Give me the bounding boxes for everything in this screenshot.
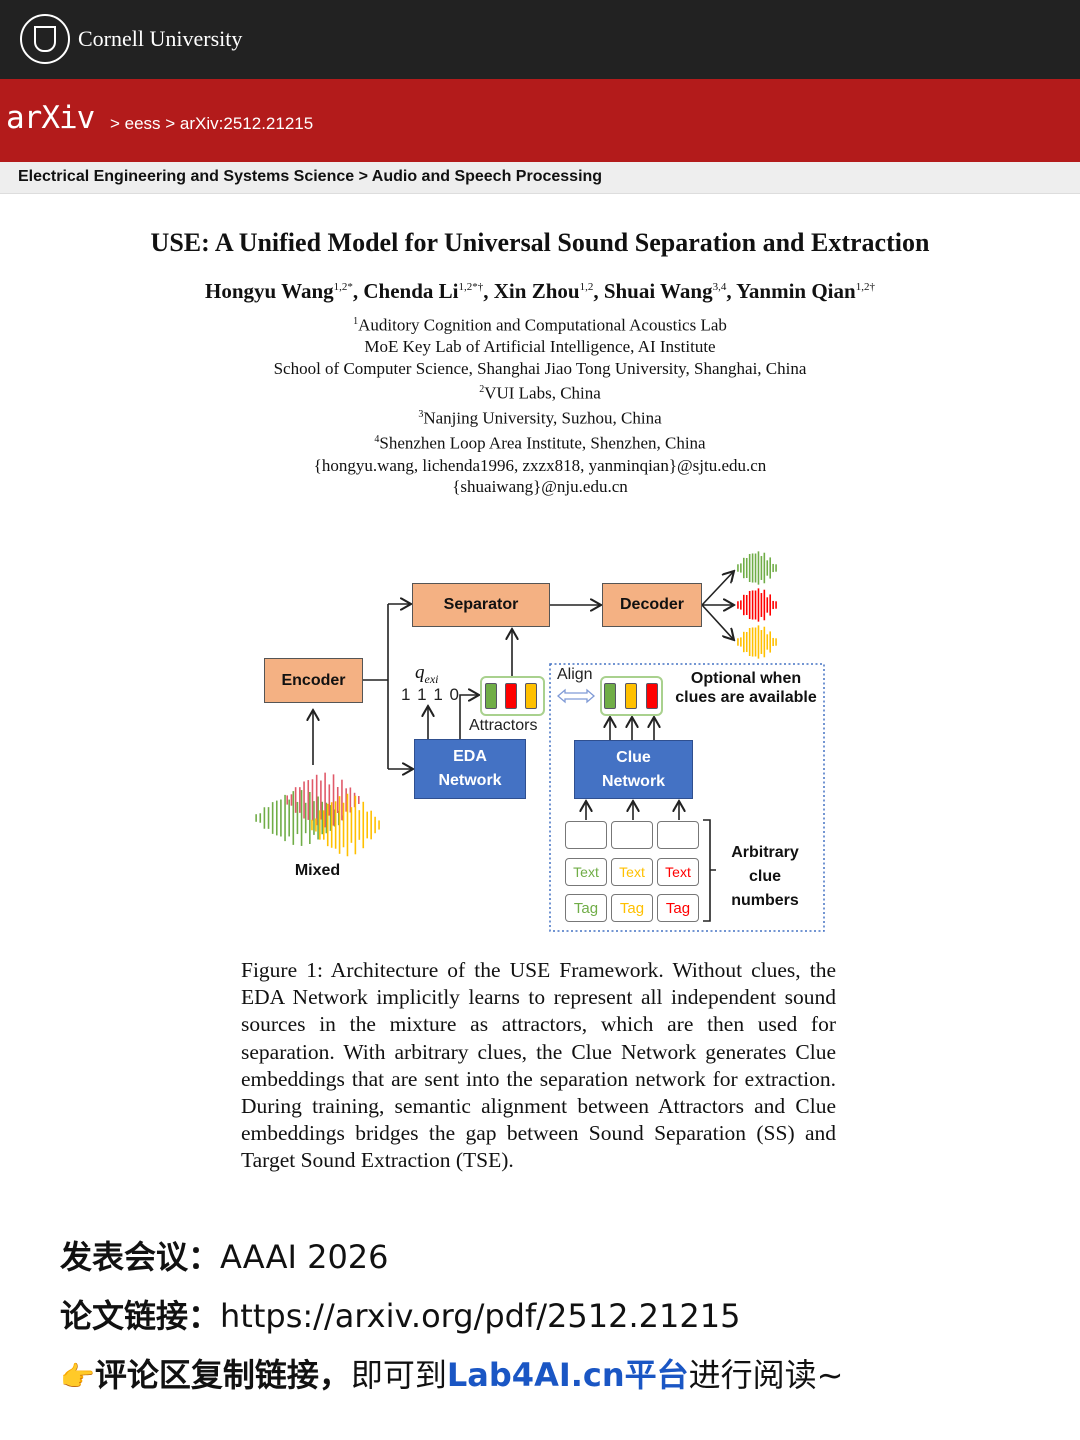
link-label: 论文链接： bbox=[60, 1297, 221, 1335]
affiliation-line: 2VUI Labs, China bbox=[479, 383, 601, 403]
attractor-yellow bbox=[525, 683, 537, 709]
optional-note: Optional when clues are available bbox=[668, 669, 824, 707]
affiliation-line: MoE Key Lab of Artificial Intelligence, … bbox=[364, 337, 716, 357]
cta-line: 👉评论区复制链接，即可到Lab4AI.cn平台进行阅读~ bbox=[60, 1350, 843, 1396]
cta-end: 进行阅读~ bbox=[688, 1356, 844, 1394]
affiliation-line: {shuaiwang}@nju.edu.cn bbox=[452, 477, 628, 497]
attractor-green bbox=[485, 683, 497, 709]
conference-value: AAAI 2026 bbox=[220, 1238, 389, 1276]
tag-clue-green: Tag bbox=[565, 894, 607, 922]
arb-line-3: numbers bbox=[731, 892, 799, 909]
affiliation-line: 4Shenzhen Loop Area Institute, Shenzhen,… bbox=[374, 434, 706, 454]
decoder-block: Decoder bbox=[602, 583, 702, 627]
paper-title: USE: A Unified Model for Universal Sound… bbox=[150, 228, 930, 257]
clue-label: Clue bbox=[616, 748, 651, 766]
institution-name[interactable]: Cornell University bbox=[78, 26, 243, 51]
audio-clue-red bbox=[657, 821, 699, 849]
network-label: Network bbox=[601, 772, 666, 790]
q-subscript: exi bbox=[424, 671, 439, 686]
paper-link[interactable]: https://arxiv.org/pdf/2512.21215 bbox=[220, 1297, 741, 1335]
eda-label: EDA bbox=[453, 748, 487, 765]
conference-line: 发表会议：AAAI 2026 bbox=[60, 1232, 389, 1278]
clue-embedding-red bbox=[646, 683, 658, 709]
separator-block: Separator bbox=[412, 583, 550, 627]
output-wave-yellow bbox=[737, 625, 777, 659]
encoder-block: Encoder bbox=[264, 658, 363, 703]
cta-mid: 即可到 bbox=[350, 1356, 447, 1394]
align-double-arrow-icon bbox=[557, 688, 595, 704]
affiliations: 1Auditory Cognition and Computational Ac… bbox=[0, 311, 1080, 498]
attractors-label: Attractors bbox=[469, 717, 538, 734]
cornell-header bbox=[0, 0, 1080, 79]
text-clue-green: Text bbox=[565, 858, 607, 886]
optional-line-1: Optional when bbox=[690, 670, 802, 687]
cornell-seal-icon[interactable] bbox=[20, 14, 70, 64]
affiliation-line: 1Auditory Cognition and Computational Ac… bbox=[353, 315, 727, 335]
attractor-group bbox=[480, 676, 545, 716]
optional-line-2: clues are available bbox=[675, 689, 817, 706]
text-clue-yellow: Text bbox=[611, 858, 653, 886]
figure-caption: Figure 1: Architecture of the USE Framew… bbox=[241, 958, 836, 1173]
breadcrumb[interactable]: > eess > arXiv:2512.21215 bbox=[110, 114, 314, 133]
link-line: 论文链接：https://arxiv.org/pdf/2512.21215 bbox=[60, 1291, 740, 1337]
existence-bits: 1 1 1 0 bbox=[401, 685, 460, 704]
arb-line-2: clue bbox=[748, 868, 781, 885]
category-heading: Electrical Engineering and Systems Scien… bbox=[18, 168, 603, 185]
author: Hongyu Wang1,2* bbox=[205, 279, 353, 303]
clue-embedding-green bbox=[604, 683, 616, 709]
pointing-hand-icon: 👉 bbox=[60, 1360, 95, 1393]
audio-clue-green bbox=[565, 821, 607, 849]
clue-embedding-group bbox=[600, 676, 663, 716]
output-wave-red bbox=[737, 588, 777, 622]
cta-bold: 评论区复制链接， bbox=[94, 1356, 351, 1394]
q-symbol: q bbox=[415, 662, 425, 683]
arb-line-1: Arbitrary bbox=[731, 844, 799, 861]
mixed-wave-red bbox=[286, 772, 360, 828]
output-wave-green bbox=[737, 551, 777, 585]
author-list: Hongyu Wang1,2*, Chenda Li1,2*†, Xin Zho… bbox=[205, 279, 875, 303]
optional-region bbox=[549, 663, 825, 932]
affiliation-line: School of Computer Science, Shanghai Jia… bbox=[273, 358, 807, 378]
audio-clue-yellow bbox=[611, 821, 653, 849]
mixed-wave-yellow bbox=[311, 793, 380, 857]
arbitrary-clue-note: Arbitrary clue numbers bbox=[720, 841, 810, 913]
author: Chenda Li1,2*† bbox=[363, 279, 484, 303]
mixed-label: Mixed bbox=[294, 862, 341, 879]
tag-clue-yellow: Tag bbox=[611, 894, 653, 922]
q-exi-label: qexi bbox=[415, 662, 439, 687]
eda-network-block: EDA Network bbox=[414, 739, 526, 799]
text-clue-red: Text bbox=[657, 858, 699, 886]
lab4ai-link[interactable]: Lab4AI.cn平台 bbox=[446, 1356, 689, 1394]
author: Yanmin Qian1,2† bbox=[736, 279, 875, 303]
author: Xin Zhou1,2 bbox=[493, 279, 594, 303]
affiliation-line: 3Nanjing University, Suzhou, China bbox=[418, 408, 662, 428]
conference-label: 发表会议： bbox=[60, 1238, 221, 1276]
arxiv-header bbox=[0, 79, 1080, 162]
author: Shuai Wang3,4 bbox=[603, 279, 727, 303]
align-label: Align bbox=[557, 666, 593, 683]
arxiv-logo[interactable]: arXiv bbox=[6, 100, 95, 136]
network-label: Network bbox=[438, 772, 502, 789]
category-bar bbox=[0, 162, 1080, 194]
clue-embedding-yellow bbox=[625, 683, 637, 709]
mixed-wave-green bbox=[255, 790, 344, 846]
affiliation-line: {hongyu.wang, lichenda1996, zxzx818, yan… bbox=[313, 455, 767, 475]
attractor-red bbox=[505, 683, 517, 709]
tag-clue-red: Tag bbox=[657, 894, 699, 922]
